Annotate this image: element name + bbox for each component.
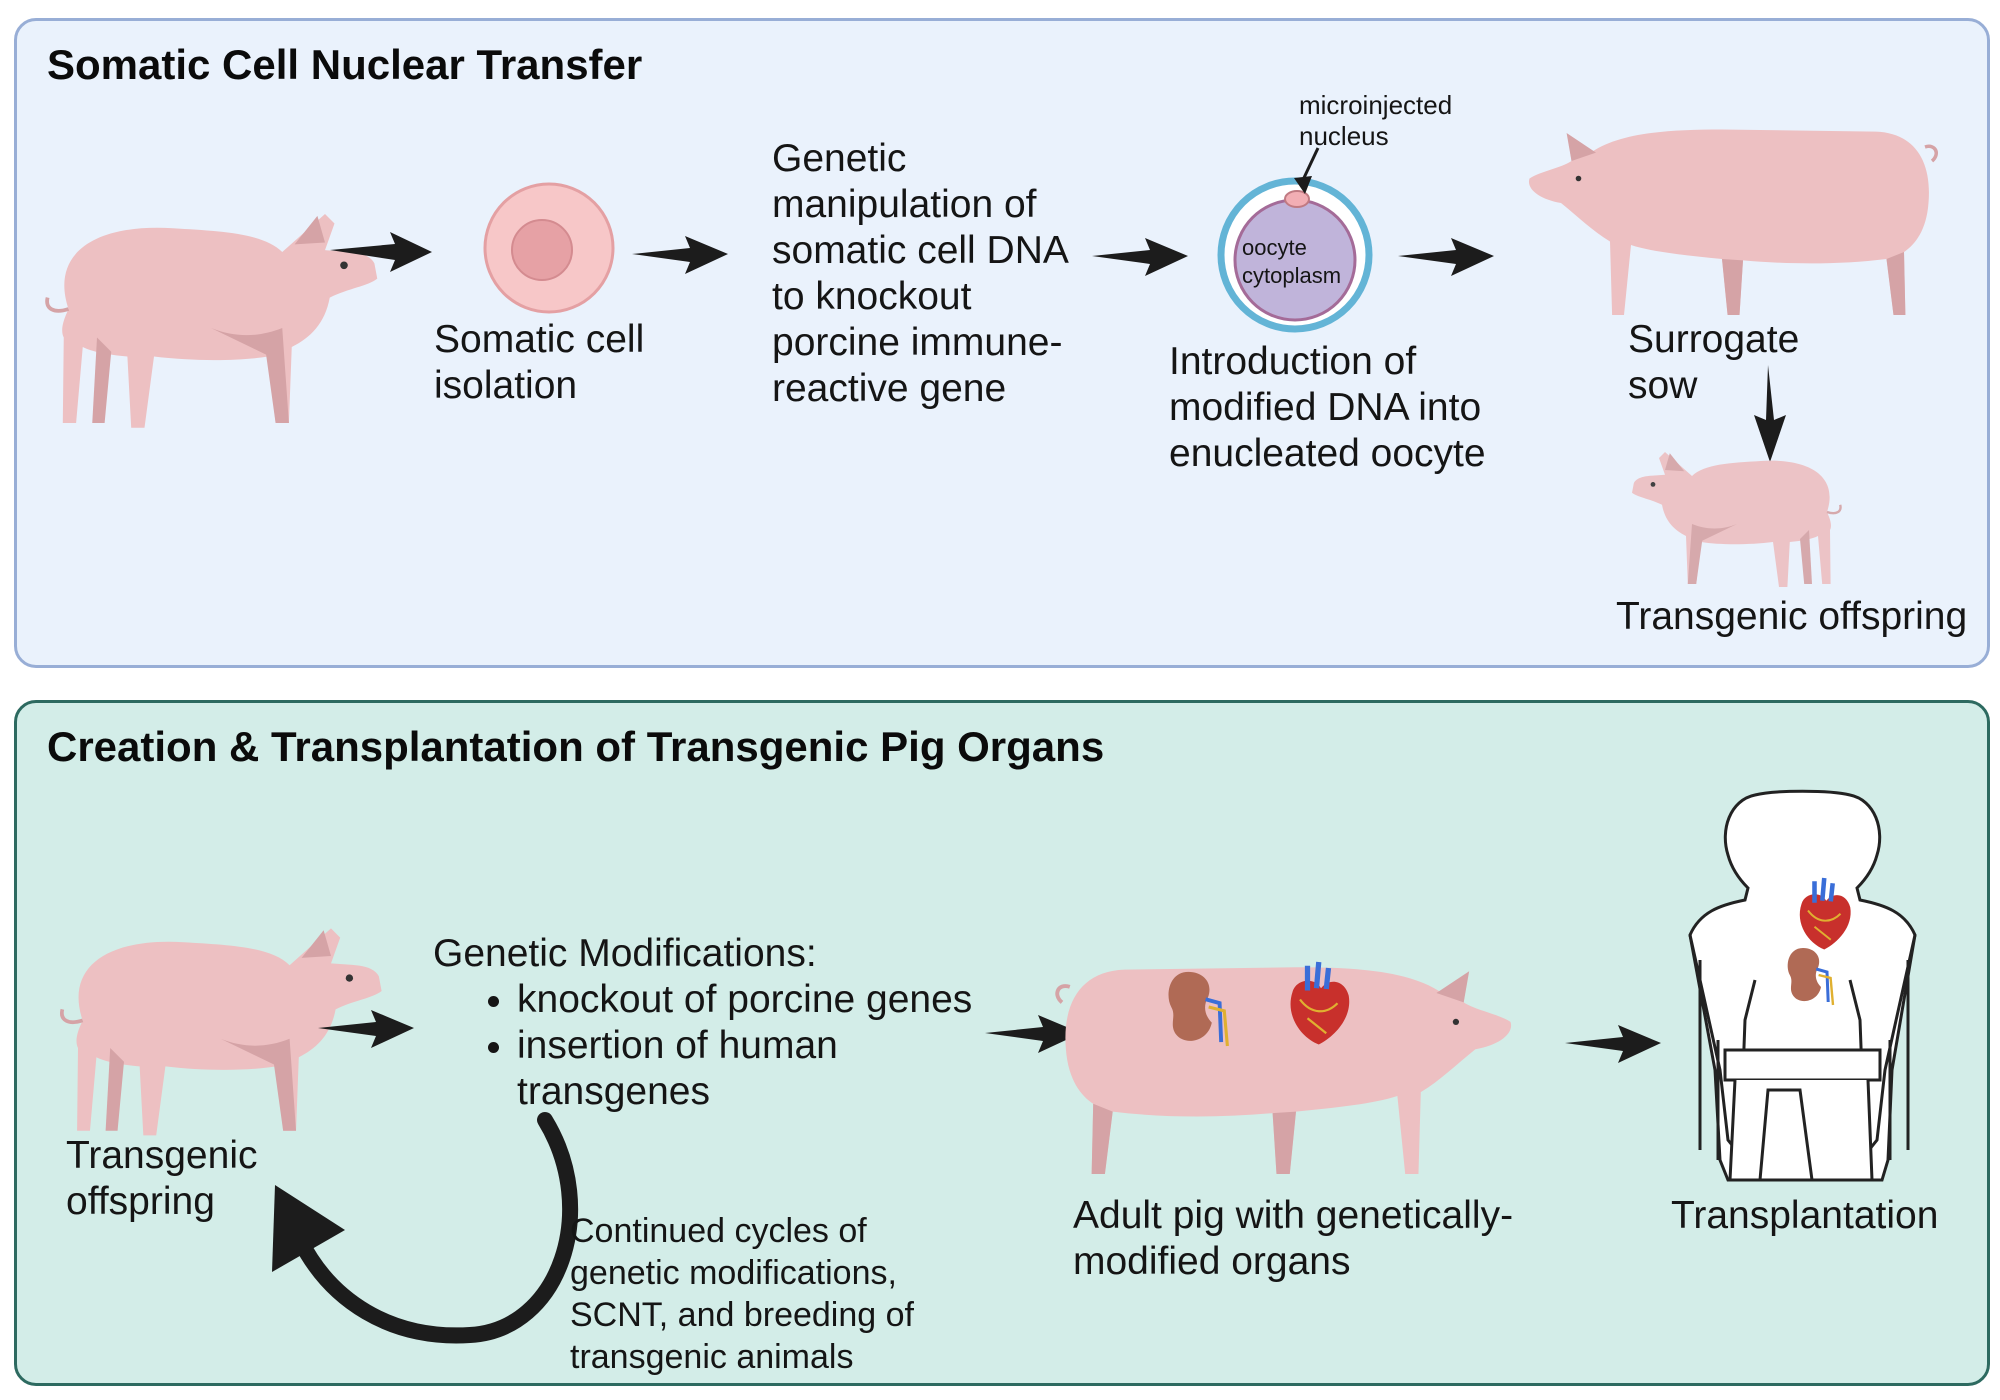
arrow-right-icon xyxy=(632,236,728,274)
label-line: Somatic cell xyxy=(434,318,645,361)
label-line: enucleated oocyte xyxy=(1169,432,1486,475)
label-line: porcine immune- xyxy=(772,321,1063,364)
oocyte-icon xyxy=(1217,147,1373,333)
label-line: somatic cell DNA xyxy=(772,229,1069,272)
oocyte-cytoplasm-label: oocyte cytoplasm xyxy=(1242,234,1341,290)
modification-item-continued: transgenes xyxy=(517,1070,710,1113)
bottom-offspring-label: Transgenic offspring xyxy=(66,1133,257,1225)
label-line: sow xyxy=(1628,364,1698,407)
arrow-right-icon xyxy=(330,232,432,272)
genetic-modifications-heading: Genetic Modifications: xyxy=(433,932,817,975)
surrogate-sow-label: Surrogate sow xyxy=(1628,317,1799,409)
introduction-label: Introduction of modified DNA into enucle… xyxy=(1169,339,1486,477)
arrow-right-icon xyxy=(318,1010,414,1048)
transgenic-piglet-icon xyxy=(60,926,384,1138)
adult-pig-icon xyxy=(1055,965,1514,1176)
arrow-right-icon xyxy=(985,1015,1081,1053)
modification-item: knockout of porcine genes xyxy=(517,977,972,1023)
microinjected-nucleus-label: microinjected nucleus xyxy=(1299,90,1452,152)
label-line: Genetic xyxy=(772,137,907,180)
transplantation-label: Transplantation xyxy=(1671,1193,1938,1239)
transplant-panel-title: Creation & Transplantation of Transgenic… xyxy=(47,723,1105,770)
arrow-right-icon xyxy=(1565,1025,1661,1063)
adult-pig-label: Adult pig with genetically- modified org… xyxy=(1073,1193,1513,1285)
label-line: microinjected xyxy=(1299,90,1453,120)
label-line: Transplantation xyxy=(1671,1194,1939,1237)
label-line: oocyte xyxy=(1242,235,1307,260)
label-line: Surrogate xyxy=(1628,318,1800,361)
scnt-panel: Somatic Cell Nuclear Transfer xyxy=(14,18,1990,668)
somatic-cell-icon xyxy=(483,182,615,314)
label-line: offspring xyxy=(66,1180,215,1223)
label-line: manipulation of xyxy=(772,183,1037,226)
label-line: transgenic animals xyxy=(570,1338,854,1376)
label-line: to knockout xyxy=(772,275,972,318)
label-line: Adult pig with genetically- xyxy=(1073,1194,1514,1237)
arrow-right-icon xyxy=(1092,238,1188,276)
label-line: isolation xyxy=(434,364,578,407)
transgenic-offspring-label: Transgenic offspring xyxy=(1616,594,1967,640)
cycle-arrow-icon xyxy=(272,1112,578,1344)
label-line: Transgenic xyxy=(66,1134,258,1177)
piglet-icon xyxy=(45,212,380,430)
label-line: modified DNA into xyxy=(1169,386,1482,429)
modification-item: insertion of human xyxy=(517,1023,972,1069)
arrow-down-icon xyxy=(1754,365,1786,462)
cycle-label: Continued cycles of genetic modification… xyxy=(570,1210,914,1378)
surrogate-sow-icon xyxy=(1527,127,1939,317)
label-line: Continued cycles of xyxy=(570,1212,867,1250)
genetic-modifications-block: Genetic Modifications: knockout of porci… xyxy=(433,931,972,1115)
arrow-right-icon xyxy=(1398,238,1494,276)
label-line: Transgenic offspring xyxy=(1616,595,1968,638)
modifications-list: knockout of porcine genes insertion of h… xyxy=(433,977,972,1069)
label-line: reactive gene xyxy=(772,367,1007,410)
genetic-manipulation-label: Genetic manipulation of somatic cell DNA… xyxy=(772,136,1069,412)
label-line: modified organs xyxy=(1073,1240,1351,1283)
label-line: SCNT, and breeding of xyxy=(570,1296,914,1334)
scnt-panel-title: Somatic Cell Nuclear Transfer xyxy=(47,41,643,88)
label-line: genetic modifications, xyxy=(570,1254,897,1292)
label-line: nucleus xyxy=(1299,121,1389,151)
label-line: cytoplasm xyxy=(1242,263,1342,288)
somatic-cell-isolation-label: Somatic cell isolation xyxy=(434,317,644,409)
label-line: Introduction of xyxy=(1169,340,1417,383)
transgenic-offspring-icon xyxy=(1630,450,1842,589)
